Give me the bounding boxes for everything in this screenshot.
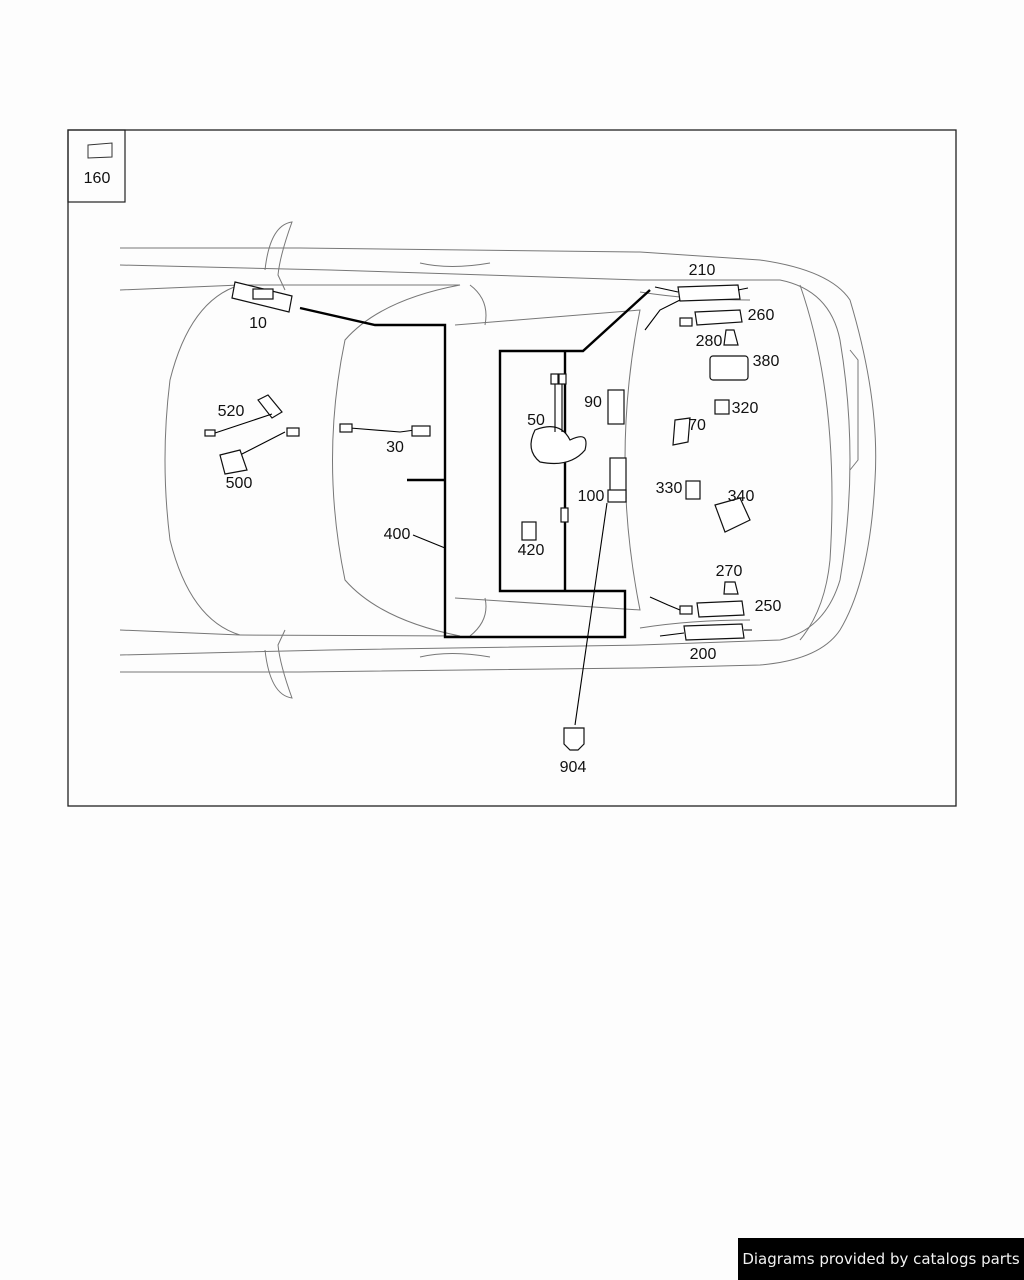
part-420-shape bbox=[521, 521, 537, 541]
part-label-90[interactable]: 90 bbox=[584, 394, 602, 411]
part-380-shape bbox=[709, 355, 749, 381]
part-500-shape bbox=[219, 449, 248, 475]
part-label-340[interactable]: 340 bbox=[728, 488, 755, 505]
part-30-shape bbox=[349, 427, 416, 433]
part-50-shape bbox=[530, 426, 587, 465]
part-label-400[interactable]: 400 bbox=[384, 526, 411, 543]
part-label-500[interactable]: 500 bbox=[226, 475, 253, 492]
leader-line-904 bbox=[574, 502, 608, 726]
part-280-shape bbox=[723, 329, 739, 346]
part-label-200[interactable]: 200 bbox=[690, 646, 717, 663]
part-320-shape bbox=[714, 399, 730, 415]
part-label-280[interactable]: 280 bbox=[696, 333, 723, 350]
diagram-frame bbox=[67, 129, 957, 807]
part-label-270[interactable]: 270 bbox=[716, 563, 743, 580]
part-270-shape bbox=[723, 581, 739, 595]
part-330-shape bbox=[685, 480, 701, 500]
part-340-shape bbox=[714, 497, 751, 533]
part-label-70[interactable]: 70 bbox=[688, 417, 706, 434]
part-labels: 10 210 260 280 380 90 320 520 50 70 30 5… bbox=[218, 262, 782, 776]
wiring-harness-400[interactable] bbox=[299, 289, 651, 639]
part-70-shape bbox=[672, 417, 691, 446]
part-200-shape bbox=[683, 623, 745, 641]
part-rectangle-icon bbox=[87, 142, 113, 159]
part-label-320[interactable]: 320 bbox=[732, 400, 759, 417]
part-label-330[interactable]: 330 bbox=[656, 480, 683, 497]
legend-label: 160 bbox=[84, 170, 111, 187]
part-shapes bbox=[204, 281, 752, 751]
part-260-shape bbox=[694, 309, 743, 326]
leader-line-400 bbox=[412, 534, 446, 549]
part-210-shape bbox=[677, 284, 741, 302]
part-label-260[interactable]: 260 bbox=[748, 307, 775, 324]
part-label-380[interactable]: 380 bbox=[753, 353, 780, 370]
part-label-904[interactable]: 904 bbox=[560, 759, 587, 776]
part-90-shape bbox=[607, 389, 625, 425]
part-label-520[interactable]: 520 bbox=[218, 403, 245, 420]
part-label-420[interactable]: 420 bbox=[518, 542, 545, 559]
part-label-100[interactable]: 100 bbox=[578, 488, 605, 505]
part-label-50[interactable]: 50 bbox=[527, 412, 545, 429]
part-250-shape bbox=[696, 600, 745, 618]
legend-box-160[interactable]: 160 bbox=[67, 129, 126, 203]
part-label-210[interactable]: 210 bbox=[689, 262, 716, 279]
footer-credit: Diagrams provided by catalogs parts bbox=[738, 1238, 1024, 1280]
part-label-250[interactable]: 250 bbox=[755, 598, 782, 615]
part-520-shape bbox=[257, 394, 283, 419]
part-label-30[interactable]: 30 bbox=[386, 439, 404, 456]
part-label-10[interactable]: 10 bbox=[249, 315, 267, 332]
part-904-shape bbox=[563, 727, 585, 751]
